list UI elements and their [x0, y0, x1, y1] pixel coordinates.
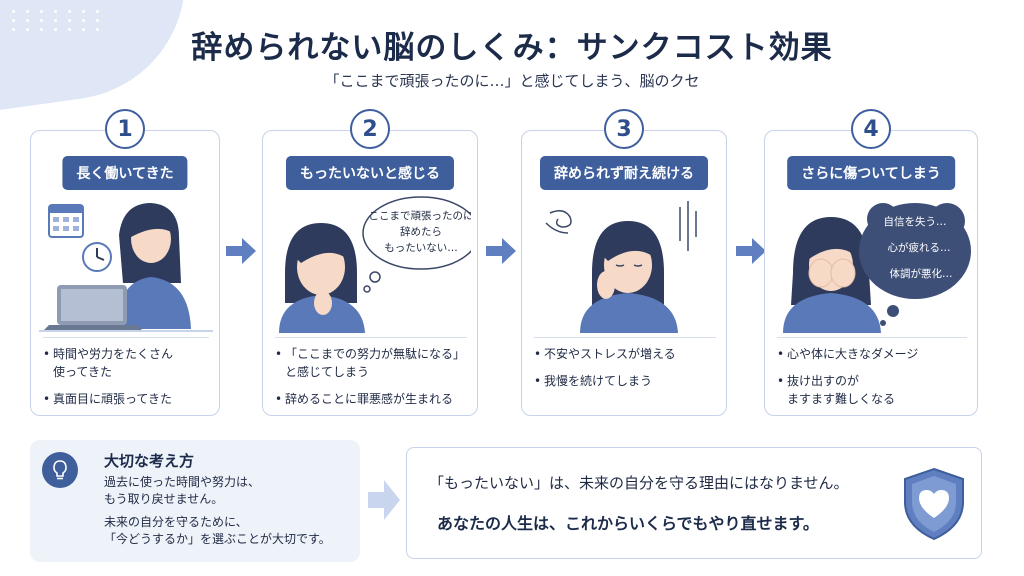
bullet-item: 抜け出すのが ますます難しくなる	[777, 372, 975, 408]
step-card-4: 4 さらに傷ついてしまう 自信を失う… 心が疲れる… 体調が悪化… 心や体に大き…	[764, 109, 978, 417]
person-thinking-illustration: ここまで頑張ったのに 辞めたら もったいない…	[279, 196, 472, 333]
step-number: 3	[604, 109, 644, 149]
thought-bubble: ここまで頑張ったのに 辞めたら もったいない…	[362, 196, 472, 293]
dot-pattern	[12, 10, 104, 31]
step-card-3: 3 辞められず耐え続ける 不安やストレスが増える 我慢を続けてしまう	[521, 109, 727, 416]
thought-line: 体調が悪化…	[890, 267, 953, 280]
shield-heart-icon	[904, 467, 964, 541]
card-divider	[534, 337, 716, 338]
right-arrow-icon	[486, 238, 516, 264]
key-idea-line: 未来の自分を守るために、 「今どうするか」を選ぶことが大切です。	[104, 515, 331, 546]
clock-icon	[82, 242, 112, 272]
key-idea-box: 大切な考え方 過去に使った時間や努力は、 もう取り戻せません。 未来の自分を守る…	[30, 440, 360, 562]
step-number: 1	[105, 109, 145, 149]
card-divider	[43, 337, 209, 338]
step-card-1: 1 長く働いてきた 時間や労力をたくさん 使ってきた 真面目に頑張ってきた	[30, 109, 220, 417]
key-idea-title: 大切な考え方	[104, 452, 195, 470]
dark-thought-cloud: 自信を失う… 心が疲れる… 体調が悪化…	[859, 203, 971, 326]
step-label: さらに傷ついてしまう	[787, 156, 955, 190]
page-subtitle: 「ここまで頑張ったのに…」と感じてしまう、脳のクセ	[324, 72, 700, 90]
bullet-item: 「ここまでの努力が無駄になる」 と感じてしまう	[275, 345, 475, 381]
bullet-item: 時間や労力をたくさん 使ってきた	[43, 345, 215, 381]
message-line-1: 「もったいない」は、未来の自分を守る理由にはなりません。	[429, 474, 849, 492]
thought-line: ここまで頑張ったのに	[369, 210, 472, 222]
message-box: 「もったいない」は、未来の自分を守る理由にはなりません。 あなたの人生は、これか…	[406, 447, 982, 559]
step-bullet-list: 不安やストレスが増える 我慢を続けてしまう	[534, 345, 724, 399]
card-divider	[777, 337, 967, 338]
bullet-item: 真面目に頑張ってきた	[43, 390, 215, 408]
message-line-2: あなたの人生は、これからいくらでもやり直せます。	[437, 514, 819, 533]
thought-line: 辞めたら	[400, 225, 442, 238]
lightbulb-icon	[42, 452, 78, 488]
bullet-item: 心や体に大きなダメージ	[777, 345, 975, 363]
step-label: 辞められず耐え続ける	[540, 156, 708, 190]
calendar-icon	[48, 204, 84, 238]
person-crying-illustration: 自信を失う… 心が疲れる… 体調が悪化…	[783, 203, 971, 333]
thought-line: 心が疲れる…	[888, 241, 951, 254]
bullet-item: 我慢を続けてしまう	[534, 372, 724, 390]
thought-line: 自信を失う…	[884, 215, 947, 228]
step-card-2: 2 もったいないと感じる ここまで頑張ったのに 辞めたら もったいない… 「ここ…	[262, 109, 478, 417]
right-arrow-icon	[226, 238, 256, 264]
gloom-lines-icon	[679, 201, 697, 251]
step-number: 2	[350, 109, 390, 149]
step-label: もったいないと感じる	[286, 156, 454, 190]
person-enduring-illustration	[545, 201, 697, 333]
card-divider	[275, 337, 467, 338]
key-idea-text: 過去に使った時間や努力は、 もう取り戻せません。 未来の自分を守るために、 「今…	[104, 474, 354, 554]
right-arrow-icon	[736, 238, 766, 264]
key-idea-line: 過去に使った時間や努力は、 もう取り戻せません。	[104, 475, 261, 506]
bullet-item: 辞めることに罪悪感が生まれる	[275, 390, 475, 408]
large-right-arrow-icon	[368, 480, 400, 520]
step-label: 長く働いてきた	[62, 156, 188, 190]
person-working-illustration	[39, 203, 213, 332]
step-bullet-list: 時間や労力をたくさん 使ってきた 真面目に頑張ってきた	[43, 345, 215, 417]
page-title: 辞められない脳のしくみ：サンクコスト効果	[191, 30, 833, 66]
step-bullet-list: 心や体に大きなダメージ 抜け出すのが ますます難しくなる	[777, 345, 975, 417]
thought-line: もったいない…	[384, 242, 458, 254]
step-bullet-list: 「ここまでの努力が無駄になる」 と感じてしまう 辞めることに罪悪感が生まれる	[275, 345, 475, 417]
bullet-item: 不安やストレスが増える	[534, 345, 724, 363]
step-number: 4	[851, 109, 891, 149]
stress-swirl-icon	[545, 210, 572, 234]
